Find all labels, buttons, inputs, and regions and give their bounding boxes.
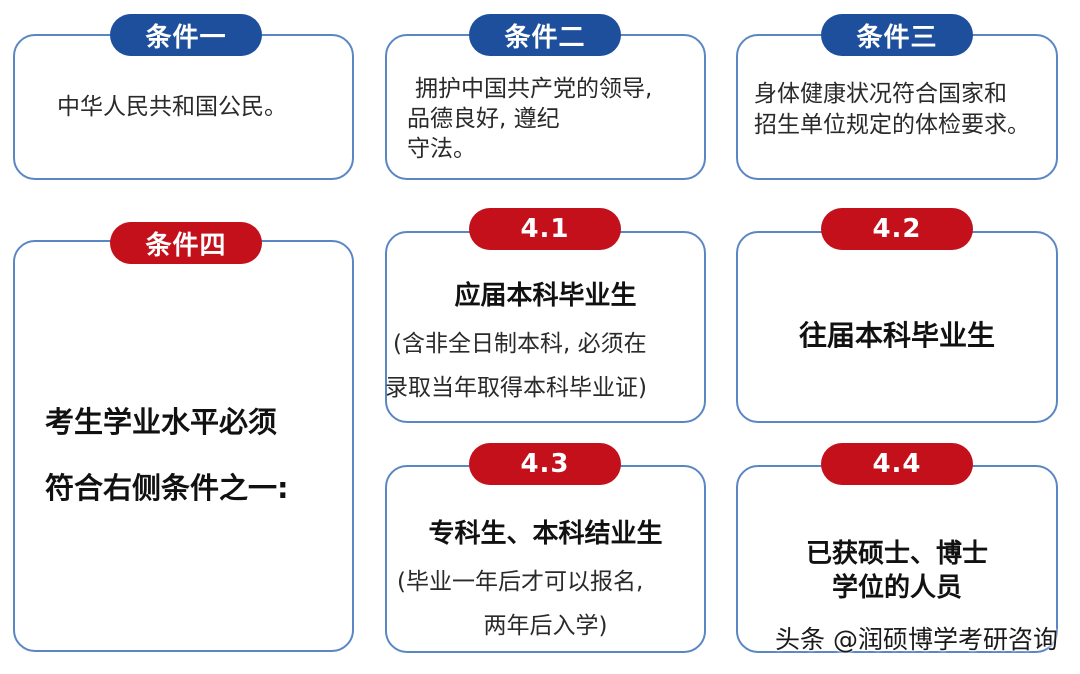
condition-2-line2: 品德良好, 遵纪 <box>407 106 560 132</box>
condition-3-line1: 身体健康状况符合国家和 <box>754 81 1007 107</box>
condition-2-tag: 条件二 <box>469 14 621 56</box>
option-4-3-title: 专科生、本科结业生 <box>428 519 663 549</box>
option-4-4-title-line2: 学位的人员 <box>831 573 962 603</box>
condition-4-line2: 符合右侧条件之一: <box>45 471 289 505</box>
option-4-2-title: 往届本科毕业生 <box>798 319 995 352</box>
option-4-1-card: 应届本科毕业生 (含非全日制本科, 必须在 录取当年取得本科毕业证) <box>385 231 706 423</box>
condition-4-tag: 条件四 <box>110 222 262 264</box>
option-4-1-title: 应届本科毕业生 <box>454 281 637 311</box>
option-4-3-note-line1: (毕业一年后才可以报名, <box>397 569 644 595</box>
condition-1-card: 中华人民共和国公民。 <box>13 34 354 180</box>
option-4-4-title-line1: 已获硕士、博士 <box>805 539 988 569</box>
condition-4-line1: 考生学业水平必须 <box>45 405 278 439</box>
condition-2-card: 拥护中国共产党的领导, 品德良好, 遵纪 守法。 <box>385 34 706 180</box>
option-4-4-card: 已获硕士、博士 学位的人员 <box>736 465 1058 653</box>
condition-3-line2: 招生单位规定的体检要求。 <box>754 112 1030 138</box>
option-4-2-tag: 4.2 <box>821 208 973 250</box>
condition-3-tag: 条件三 <box>821 14 973 56</box>
condition-2-line1: 拥护中国共产党的领导, <box>415 76 653 102</box>
option-4-1-note-line1: (含非全日制本科, 必须在 <box>393 331 647 357</box>
condition-1-tag: 条件一 <box>110 14 262 56</box>
option-4-3-tag: 4.3 <box>469 443 621 485</box>
option-4-2-card: 往届本科毕业生 <box>736 231 1058 423</box>
option-4-1-note-line2: 录取当年取得本科毕业证) <box>385 375 647 401</box>
condition-3-card: 身体健康状况符合国家和 招生单位规定的体检要求。 <box>736 34 1058 180</box>
condition-4-card: 考生学业水平必须 符合右侧条件之一: <box>13 240 354 652</box>
condition-2-line3: 守法。 <box>407 136 476 162</box>
condition-1-text: 中华人民共和国公民。 <box>57 94 287 120</box>
option-4-3-note-line2: 两年后入学) <box>483 613 608 639</box>
source-watermark: 头条 @润硕博学考研咨询 <box>775 625 1058 654</box>
option-4-4-tag: 4.4 <box>821 443 973 485</box>
option-4-1-tag: 4.1 <box>469 208 621 250</box>
option-4-3-card: 专科生、本科结业生 (毕业一年后才可以报名, 两年后入学) <box>385 465 706 653</box>
